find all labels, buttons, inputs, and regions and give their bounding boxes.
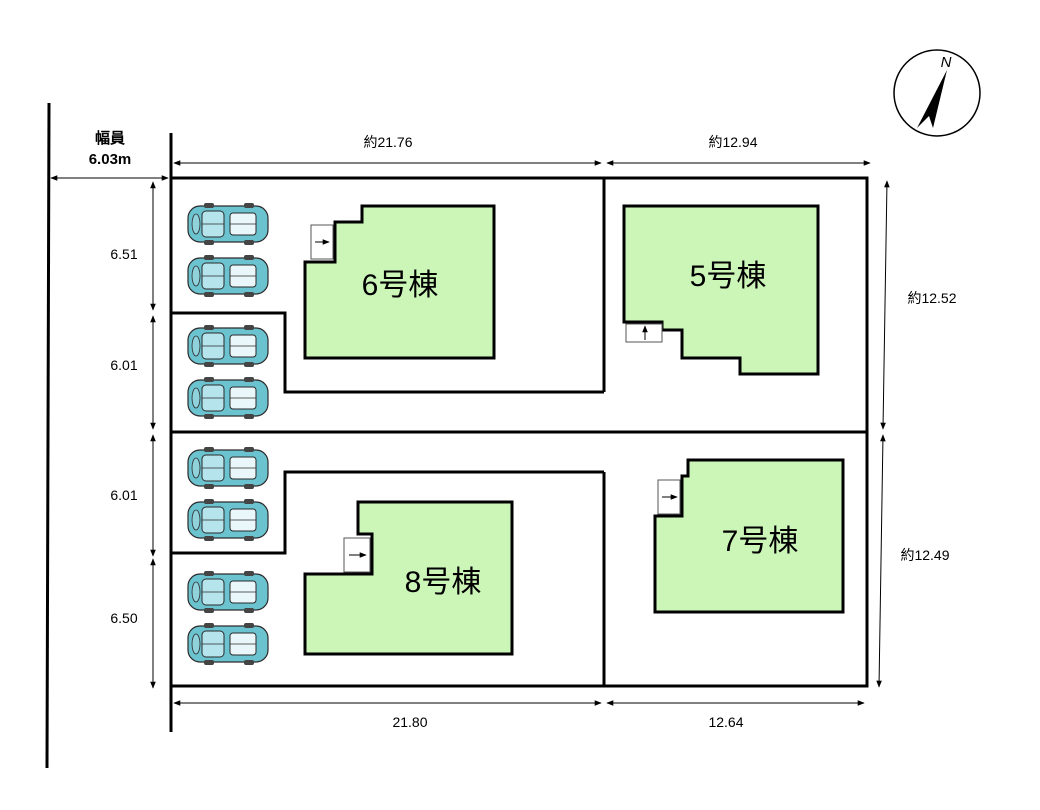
parking-car	[187, 324, 269, 368]
road-width-label: 幅員	[95, 129, 125, 147]
parking-car	[187, 376, 269, 420]
left-dimension-3: 6.01	[110, 487, 137, 503]
building-6-label: 6号棟	[362, 269, 439, 302]
building-6	[303, 204, 496, 360]
building-7-label: 7号棟	[722, 525, 799, 558]
entrance-step-5	[625, 323, 663, 343]
parking-car	[187, 254, 269, 298]
entrance-step-6	[310, 224, 334, 260]
building-5-label: 5号棟	[690, 260, 767, 293]
road-width-value: 6.03m	[89, 151, 132, 168]
compass-icon: N	[893, 49, 981, 137]
building-8	[303, 500, 514, 656]
left-dimension-2: 6.01	[110, 357, 137, 373]
entrance-step-7	[657, 479, 681, 515]
road-edge-line	[45, 102, 51, 769]
building-7	[653, 458, 845, 614]
parking-car	[187, 498, 269, 542]
parking-car	[187, 622, 269, 666]
parking-car	[187, 202, 269, 246]
building-8-label: 8号棟	[405, 566, 482, 599]
right-lower-dimension: 約12.49	[900, 547, 949, 563]
building-5	[622, 204, 820, 376]
flag-lot-6-driveway	[171, 311, 604, 394]
right-lower-dimension-line	[876, 434, 886, 688]
parking-car	[187, 446, 269, 490]
north-label: N	[941, 54, 952, 71]
bottom-left-dimension: 21.80	[392, 714, 427, 730]
right-upper-dimension-line	[880, 180, 890, 430]
left-dimension-1: 6.51	[110, 246, 137, 262]
bottom-right-dimension: 12.64	[708, 714, 743, 730]
right-upper-dimension: 約12.52	[907, 290, 956, 306]
left-dimension-4: 6.50	[110, 610, 137, 626]
top-right-dimension: 約12.94	[708, 134, 757, 150]
entrance-step-8	[343, 537, 371, 573]
flag-lot-8-driveway	[171, 470, 604, 555]
parking-car	[187, 570, 269, 614]
top-left-dimension: 約21.76	[363, 134, 412, 150]
